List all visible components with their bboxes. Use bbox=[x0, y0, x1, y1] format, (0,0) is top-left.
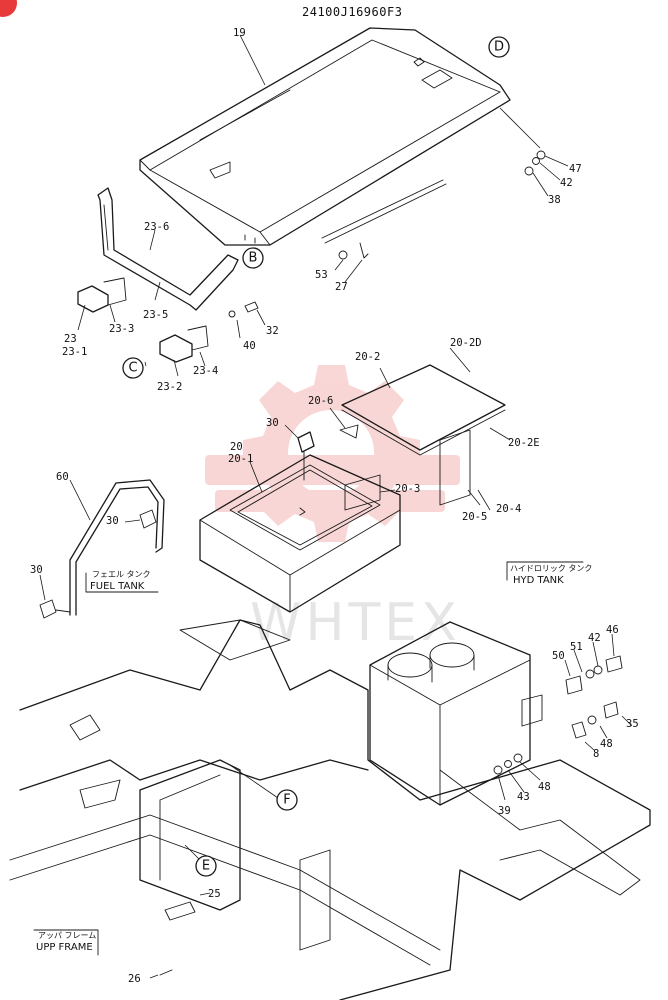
part-label-47: 47 bbox=[569, 163, 582, 175]
part-label-20-2: 20-2 bbox=[355, 351, 380, 363]
bracket-23 bbox=[77, 277, 127, 313]
part-label-39: 39 bbox=[498, 805, 511, 817]
part-label-48-right: 48 bbox=[600, 738, 613, 750]
part-label-8: 8 bbox=[593, 748, 599, 760]
watermark-text: WHTEX bbox=[250, 593, 461, 653]
part-label-20-6: 20-6 bbox=[308, 395, 333, 407]
svg-text:F: F bbox=[283, 793, 290, 808]
cover-plate-20-2 bbox=[339, 364, 506, 456]
washer-53 bbox=[338, 250, 348, 260]
hyd-tank-label-en: HYD TANK bbox=[513, 575, 564, 586]
part-label-20-2D: 20-2D bbox=[450, 337, 482, 349]
part-label-32: 32 bbox=[266, 325, 279, 337]
part-label-46: 46 bbox=[606, 624, 619, 636]
callout-F: F bbox=[276, 789, 298, 811]
part-label-20: 20 bbox=[230, 441, 243, 453]
part-label-40: 40 bbox=[243, 340, 256, 352]
part-label-42: 42 bbox=[560, 177, 573, 189]
part-label-27: 27 bbox=[335, 281, 348, 293]
part-label-50: 50 bbox=[552, 650, 565, 662]
hydraulic-tank bbox=[369, 621, 543, 806]
bracket-plate-20-4 bbox=[344, 429, 471, 511]
svg-text:D: D bbox=[494, 40, 504, 55]
part-label-51: 51 bbox=[570, 641, 583, 653]
part-label-42-right: 42 bbox=[588, 632, 601, 644]
part-label-23-5: 23-5 bbox=[143, 309, 168, 321]
document-code: 24100J16960F3 bbox=[302, 5, 402, 19]
hyd-tank-label-box bbox=[506, 561, 584, 581]
part-label-60: 60 bbox=[56, 471, 69, 483]
part-label-53: 53 bbox=[315, 269, 328, 281]
part-label-35: 35 bbox=[626, 718, 639, 730]
cap-30-top bbox=[297, 431, 315, 481]
fuel-tank-label-en: FUEL TANK bbox=[90, 581, 145, 592]
part-label-23-3: 23-3 bbox=[109, 323, 134, 335]
part-label-23-4: 23-4 bbox=[193, 365, 218, 377]
part-label-30-top: 30 bbox=[266, 417, 279, 429]
part-label-20-1: 20-1 bbox=[228, 453, 253, 465]
fuel-tank-label-box bbox=[85, 572, 159, 593]
callout-C: C bbox=[122, 357, 144, 379]
bolt-32 bbox=[228, 301, 259, 318]
part-label-19: 19 bbox=[233, 27, 246, 39]
part-label-38: 38 bbox=[548, 194, 561, 206]
upper-frame bbox=[9, 619, 651, 1000]
upp-frame-label-en: UPP FRAME bbox=[36, 942, 93, 953]
part-label-23: 23 bbox=[64, 333, 77, 345]
corner-badge bbox=[0, 0, 17, 17]
part-label-20-2E: 20-2E bbox=[508, 437, 540, 449]
part-label-23-1: 23-1 bbox=[62, 346, 87, 358]
watermark-gear-icon bbox=[205, 365, 460, 542]
hood-cover-19 bbox=[139, 27, 511, 246]
part-label-48-lower: 48 bbox=[538, 781, 551, 793]
part-label-30-left: 30 bbox=[30, 564, 43, 576]
bracket-23-2 bbox=[159, 325, 209, 363]
callout-D: D bbox=[488, 36, 510, 58]
tank-box-20 bbox=[199, 454, 401, 613]
part-label-23-6: 23-6 bbox=[144, 221, 169, 233]
fuel-tank-label-jp: フェエル タンク bbox=[92, 570, 151, 579]
part-label-43: 43 bbox=[517, 791, 530, 803]
support-rod bbox=[321, 179, 447, 244]
upp-frame-label-box bbox=[33, 929, 99, 956]
hardware-set-upper-right bbox=[499, 107, 569, 197]
pin-27 bbox=[359, 242, 369, 259]
hyd-tank-label-jp: ハイドロリック タンク bbox=[510, 564, 592, 573]
handrail-23-5 bbox=[97, 187, 239, 311]
part-label-23-2: 23-2 bbox=[157, 381, 182, 393]
part-label-30-pipe: 30 bbox=[106, 515, 119, 527]
fuel-pipe-60 bbox=[39, 479, 165, 619]
svg-text:C: C bbox=[128, 361, 137, 376]
part-label-26: 26 bbox=[128, 973, 141, 985]
svg-text:B: B bbox=[249, 251, 258, 266]
part-label-20-3: 20-3 bbox=[395, 483, 420, 495]
callout-E: E bbox=[195, 855, 217, 877]
upp-frame-label-jp: アッパ フレーム bbox=[38, 931, 96, 940]
leader-lines bbox=[39, 34, 633, 979]
callout-B: B bbox=[242, 247, 264, 269]
hardware-set-right bbox=[493, 655, 623, 775]
svg-text:E: E bbox=[202, 859, 210, 874]
part-label-20-4: 20-4 bbox=[496, 503, 521, 515]
part-label-20-5: 20-5 bbox=[462, 511, 487, 523]
part-label-25: 25 bbox=[208, 888, 221, 900]
